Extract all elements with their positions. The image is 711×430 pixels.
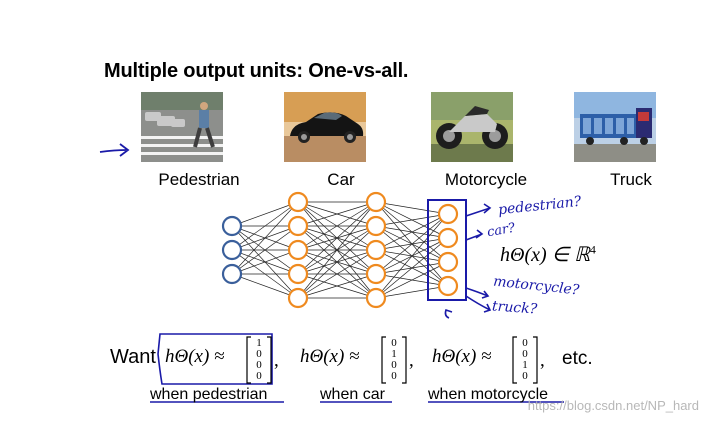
vector-1-entry-4: 0 (256, 370, 262, 382)
output-box-outline (427, 199, 467, 301)
pedestrian-photo (141, 92, 223, 162)
vector-2: 0 1 0 0 (381, 336, 407, 384)
equation-3-lhs: hΘ(x) ≈ (432, 346, 492, 367)
etc-label: etc. (562, 348, 593, 369)
network-edge (231, 225, 299, 275)
caption-pedestrian: Pedestrian (158, 170, 240, 189)
hidden-node (287, 215, 309, 237)
when-pedestrian-label: when pedestrian (150, 386, 268, 403)
vector-2-entry-3: 0 (391, 359, 397, 371)
neural-network-diagram (221, 191, 459, 309)
network-edge (375, 213, 449, 275)
vector-1: 1 0 0 0 (246, 336, 272, 384)
motorcycle-photo (431, 92, 513, 162)
when-car-label: when car (320, 386, 385, 403)
vector-3-entry-1: 0 (522, 337, 528, 349)
caption-car: Car (327, 170, 355, 189)
watermark-url: https://blog.csdn.net/NP_hard (527, 398, 699, 413)
network-edge (375, 285, 449, 299)
hidden-node (365, 239, 387, 261)
equation-2: hΘ(x) ≈ (300, 346, 360, 368)
vector-3: 0 0 1 0 (512, 336, 538, 384)
hidden-node (287, 239, 309, 261)
hypothesis-lhs: hΘ(x) ∈ ℝ (500, 244, 590, 266)
network-edge (231, 201, 299, 227)
want-box-outline (157, 333, 273, 385)
network-edge (375, 261, 449, 299)
network-edge (231, 201, 299, 251)
vector-1-entry-3: 0 (256, 359, 262, 371)
equation-1: hΘ(x) ≈ (165, 346, 225, 368)
hidden-node (365, 287, 387, 309)
network-edge (375, 237, 449, 299)
network-edge (231, 201, 299, 275)
equation-2-lhs: hΘ(x) ≈ (300, 346, 360, 367)
input-node (221, 239, 243, 261)
network-edge (297, 225, 377, 299)
vector-1-entry-2: 0 (256, 348, 262, 360)
equation-1-lhs: hΘ(x) ≈ (165, 346, 225, 367)
comma-3: , (540, 350, 545, 371)
truck-photo (574, 92, 656, 162)
output-node (437, 227, 459, 249)
vector-2-entry-2: 1 (391, 348, 397, 360)
equation-3: hΘ(x) ≈ (432, 346, 492, 368)
network-edge (297, 249, 377, 299)
hidden-node (365, 215, 387, 237)
network-edge (375, 213, 449, 227)
caption-motorcycle: Motorcycle (444, 170, 528, 189)
output-node (437, 251, 459, 273)
vector-2-entry-1: 0 (391, 337, 397, 349)
vector-3-entry-2: 0 (522, 348, 528, 360)
hypothesis-range: hΘ(x) ∈ ℝ4 (500, 242, 596, 267)
vector-3-entry-4: 0 (522, 370, 528, 382)
output-node (437, 275, 459, 297)
network-edge (297, 201, 377, 299)
vector-2-entry-4: 0 (391, 370, 397, 382)
hypothesis-exponent: 4 (589, 242, 596, 257)
want-label: Want (110, 346, 156, 368)
comma-2: , (409, 350, 414, 371)
network-edge (297, 201, 377, 251)
network-edge (297, 201, 377, 227)
network-edge (375, 213, 449, 299)
hidden-node (365, 191, 387, 213)
slide-title: Multiple output units: One-vs-all. (104, 60, 409, 82)
comma-1: , (274, 350, 279, 371)
hidden-node (287, 287, 309, 309)
vector-1-entry-1: 1 (256, 337, 262, 349)
when-motorcycle-label: when motorcycle (428, 386, 549, 403)
caption-truck: Truck (610, 170, 652, 189)
hidden-node (365, 263, 387, 285)
car-photo (284, 92, 366, 162)
network-edge (231, 249, 299, 275)
network-edge (375, 213, 449, 251)
network-edge (231, 273, 299, 299)
hidden-node (287, 191, 309, 213)
input-node (221, 263, 243, 285)
network-edge (297, 273, 377, 299)
network-edge (375, 201, 449, 215)
network-edge (297, 201, 377, 275)
output-node (437, 203, 459, 225)
input-node (221, 215, 243, 237)
annotation-truck: truck? (491, 298, 538, 318)
vector-3-entry-3: 1 (522, 359, 528, 371)
hidden-node (287, 263, 309, 285)
